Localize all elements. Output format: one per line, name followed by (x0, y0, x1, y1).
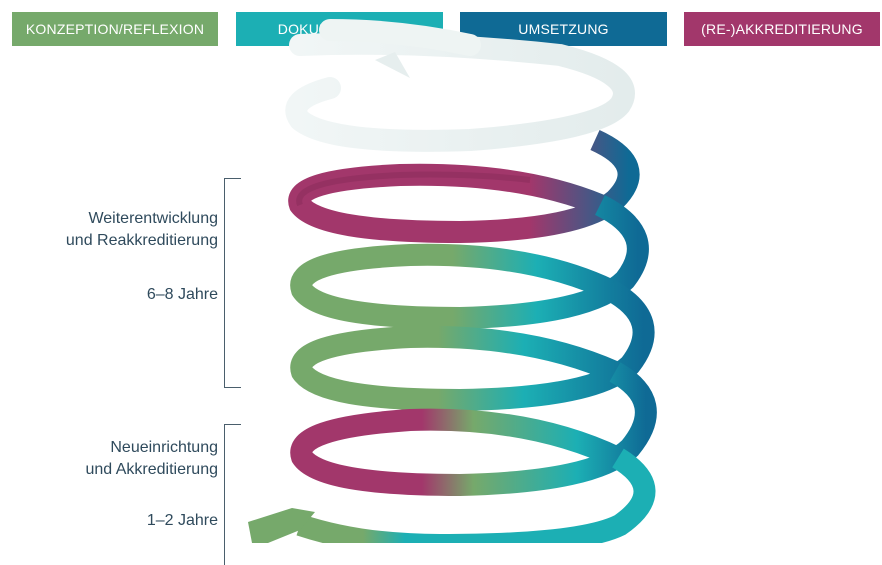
phase-neueinrichtung-title: Neueinrichtung und Akkreditierung (85, 439, 218, 478)
phase-weiterentwicklung-title: Weiterentwicklung und Reakkreditierung (65, 210, 218, 249)
spiral-arrow-icon (248, 19, 657, 543)
legend-akkreditierung: (RE-)AKKREDITIERUNG (684, 12, 880, 46)
spiral-ring-5 (296, 448, 656, 543)
bracket-weiterentwicklung (224, 178, 241, 388)
spiral-ring-4 (290, 362, 657, 497)
phase-neueinrichtung-duration: 1–2 Jahre (146, 512, 218, 529)
spiral-faded-top (285, 19, 635, 152)
spiral-ring-2 (290, 195, 649, 330)
spiral-ring-1 (288, 129, 640, 244)
bracket-neueinrichtung (224, 424, 241, 565)
spiral-start-arrow-icon (248, 508, 315, 543)
legend-konzeption: KONZEPTION/REFLEXION (12, 12, 218, 46)
spiral-ring-3 (290, 280, 655, 412)
phase-weiterentwicklung-duration: 6–8 Jahre (146, 286, 218, 303)
